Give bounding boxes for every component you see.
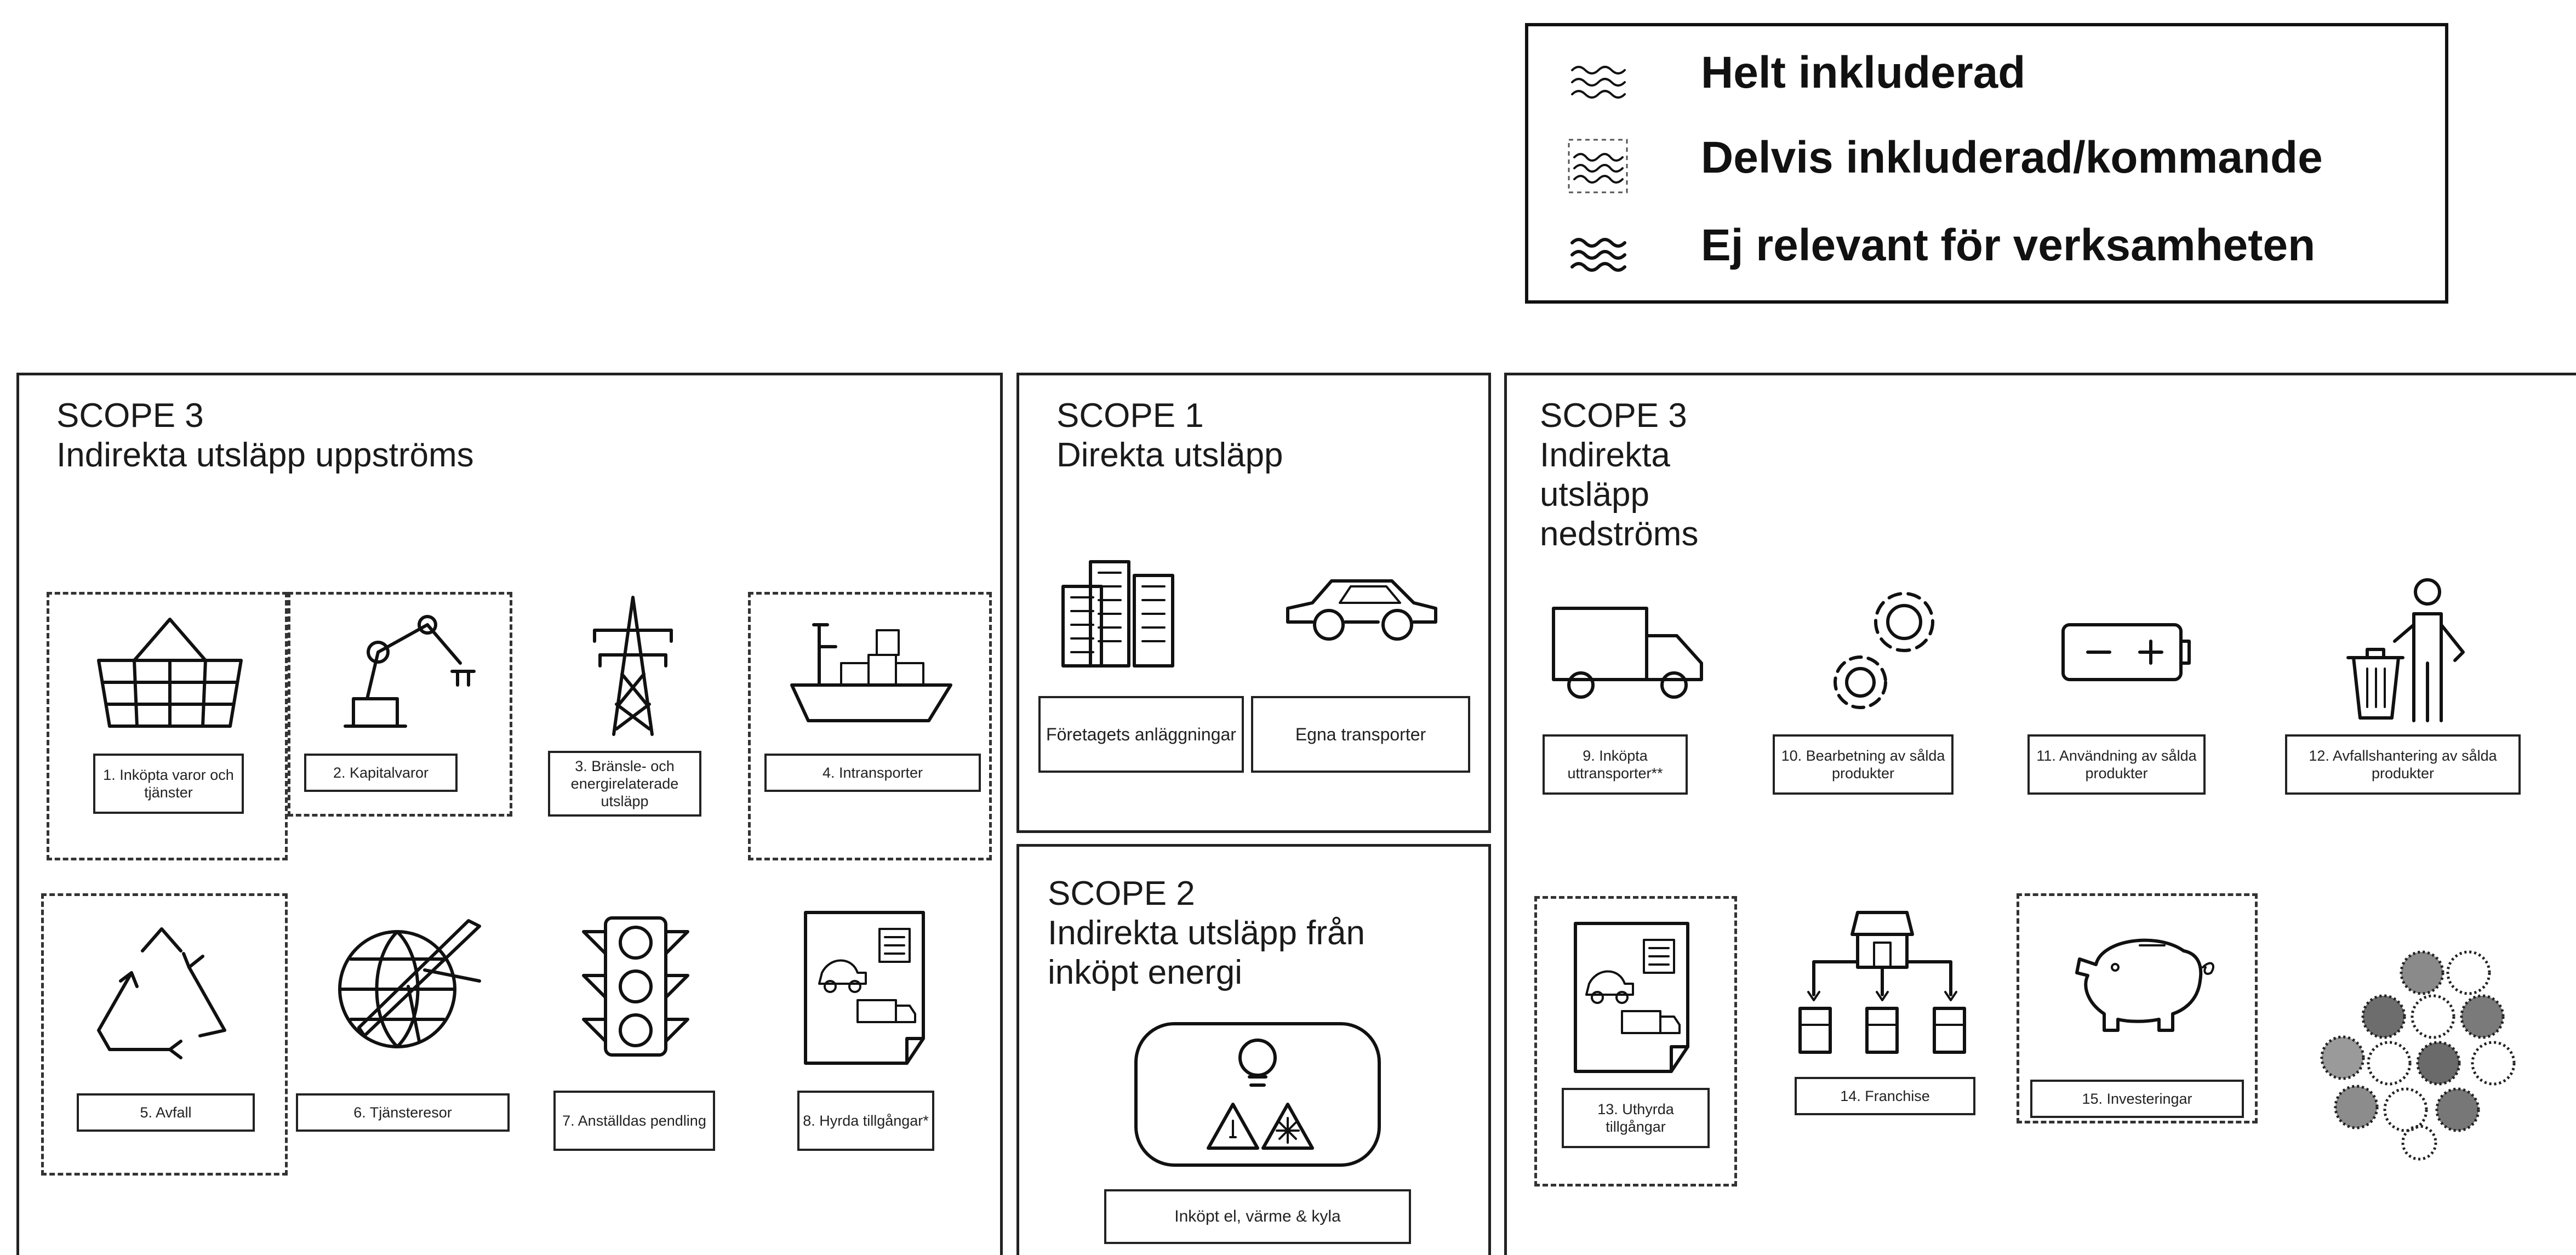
power-pylon-icon	[593, 596, 673, 736]
downstream-item-13-label: 13. Uthyrda tillgångar	[1562, 1088, 1710, 1148]
leased-assets-icon	[804, 911, 925, 1065]
downstream-title: SCOPE 3 Indirekta utsläpp nedströms	[1540, 396, 1770, 554]
downstream-item-11: 11. Användning av sålda produkter	[2000, 575, 2230, 822]
robot-arm-icon	[344, 615, 476, 728]
downstream-item-12-label: 12. Avfallshantering av sålda produkter	[2285, 734, 2521, 795]
downstream-item-14-label: 14. Franchise	[1795, 1077, 1975, 1115]
scope2-panel: SCOPE 2 Indirekta utsläpp från inköpt en…	[1016, 844, 1491, 1255]
downstream-item-14: 14. Franchise	[1784, 896, 1986, 1159]
scope1-item-1-label: Företagets anläggningar	[1038, 696, 1244, 773]
legend-not-relevant-label: Ej relevant för verksamheten	[1701, 220, 2316, 270]
upstream-item-2: 2. Kapitalvaror	[288, 592, 512, 817]
downstream-panel: SCOPE 3 Indirekta utsläpp nedströms 9. I…	[1504, 373, 2576, 1255]
scope2-title: SCOPE 2 Indirekta utsläpp från inköpt en…	[1048, 874, 1387, 992]
upstream-item-8-label: 8. Hyrda tillgångar*	[797, 1091, 934, 1151]
buildings-icon	[1061, 560, 1174, 668]
downstream-item-13: 13. Uthyrda tillgångar	[1534, 896, 1737, 1186]
downstream-item-12: 12. Avfallshantering av sålda produkter	[2274, 575, 2543, 822]
downstream-item-10: 10. Bearbetning av sålda produkter	[1764, 575, 1995, 822]
leased-assets-icon	[1574, 922, 1689, 1073]
downstream-item-15: 15. Investeringar	[2017, 893, 2258, 1123]
upstream-item-5: 5. Avfall	[41, 893, 288, 1176]
scope2-subtitle: Indirekta utsläpp från inköpt energi	[1048, 914, 1366, 991]
recycle-icon	[97, 927, 226, 1059]
battery-icon	[2061, 623, 2191, 681]
car-icon	[1286, 579, 1437, 641]
upstream-scope-label: SCOPE 3	[56, 397, 204, 435]
downstream-scope-label: SCOPE 3	[1540, 397, 1687, 435]
upstream-item-4-label: 4. Intransporter	[764, 754, 981, 792]
upstream-title: SCOPE 3 Indirekta utsläpp uppströms	[56, 396, 474, 475]
dotted-circles-icon	[2320, 950, 2516, 1161]
upstream-item-2-label: 2. Kapitalvaror	[304, 754, 458, 792]
upstream-item-3: 3. Bränsle- och energirelaterade utsläpp	[523, 592, 742, 860]
downstream-item-15-label: 15. Investeringar	[2030, 1080, 2244, 1118]
upstream-item-3-label: 3. Bränsle- och energirelaterade utsläpp	[548, 751, 701, 817]
basket-icon	[97, 618, 243, 728]
downstream-item-9: 9. Inköpta uttransporter**	[1523, 575, 1753, 822]
legend-fully-label: Helt inkluderad	[1701, 48, 2026, 98]
downstream-subtitle: Indirekta utsläpp nedströms	[1540, 436, 1699, 553]
traffic-light-icon	[582, 916, 689, 1057]
gears-icon	[1834, 592, 1934, 709]
piggy-bank-icon	[2075, 938, 2214, 1032]
upstream-item-4: 4. Intransporter	[748, 592, 992, 860]
legend-row-partly: Delvis inkluderad/kommande	[1528, 122, 2445, 204]
upstream-item-1: 1. Inköpta varor och tjänster	[47, 592, 288, 860]
upstream-item-1-label: 1. Inköpta varor och tjänster	[93, 754, 244, 814]
downstream-item-11-label: 11. Användning av sålda produkter	[2027, 734, 2206, 795]
energy-icon	[1134, 1022, 1381, 1167]
scope1-title: SCOPE 1 Direkta utsläpp	[1056, 396, 1283, 475]
scope1-panel: SCOPE 1 Direkta utsläpp Företagets anläg…	[1016, 373, 1491, 833]
person-trash-icon	[2346, 578, 2465, 722]
truck-icon	[1552, 607, 1703, 699]
globe-airplane-icon	[338, 919, 481, 1048]
legend-row-fully: Helt inkluderad	[1528, 37, 2445, 119]
legend-fully-icon	[1571, 66, 1626, 99]
upstream-subtitle: Indirekta utsläpp uppströms	[56, 436, 474, 474]
legend: Helt inkluderad Delvis inkluderad/komman…	[1525, 23, 2448, 304]
legend-partly-label: Delvis inkluderad/kommande	[1701, 133, 2323, 182]
upstream-item-6: 6. Tjänsteresor	[293, 893, 518, 1140]
upstream-item-6-label: 6. Tjänsteresor	[296, 1093, 510, 1132]
scope1-item-2-label: Egna transporter	[1251, 696, 1470, 773]
legend-partly-icon	[1568, 139, 1628, 193]
upstream-item-7-label: 7. Anställdas pendling	[553, 1091, 715, 1151]
scope1-subtitle: Direkta utsläpp	[1056, 436, 1283, 474]
scope1-scope-label: SCOPE 1	[1056, 397, 1204, 435]
upstream-item-5-label: 5. Avfall	[77, 1093, 255, 1132]
legend-not-relevant-icon	[1570, 238, 1626, 272]
scope2-scope-label: SCOPE 2	[1048, 875, 1195, 912]
franchise-icon	[1798, 911, 1966, 1054]
legend-row-not-relevant: Ej relevant för verksamheten	[1528, 210, 2445, 292]
downstream-item-9-label: 9. Inköpta uttransporter**	[1543, 734, 1688, 795]
upstream-item-7: 7. Anställdas pendling	[523, 893, 748, 1151]
downstream-item-10-label: 10. Bearbetning av sålda produkter	[1773, 734, 1954, 795]
upstream-item-8: 8. Hyrda tillgångar*	[753, 893, 989, 1151]
upstream-panel: SCOPE 3 Indirekta utsläpp uppströms 1. I…	[16, 373, 1003, 1255]
scope2-item-label: Inköpt el, värme & kyla	[1104, 1189, 1411, 1244]
cargo-ship-icon	[790, 623, 952, 722]
